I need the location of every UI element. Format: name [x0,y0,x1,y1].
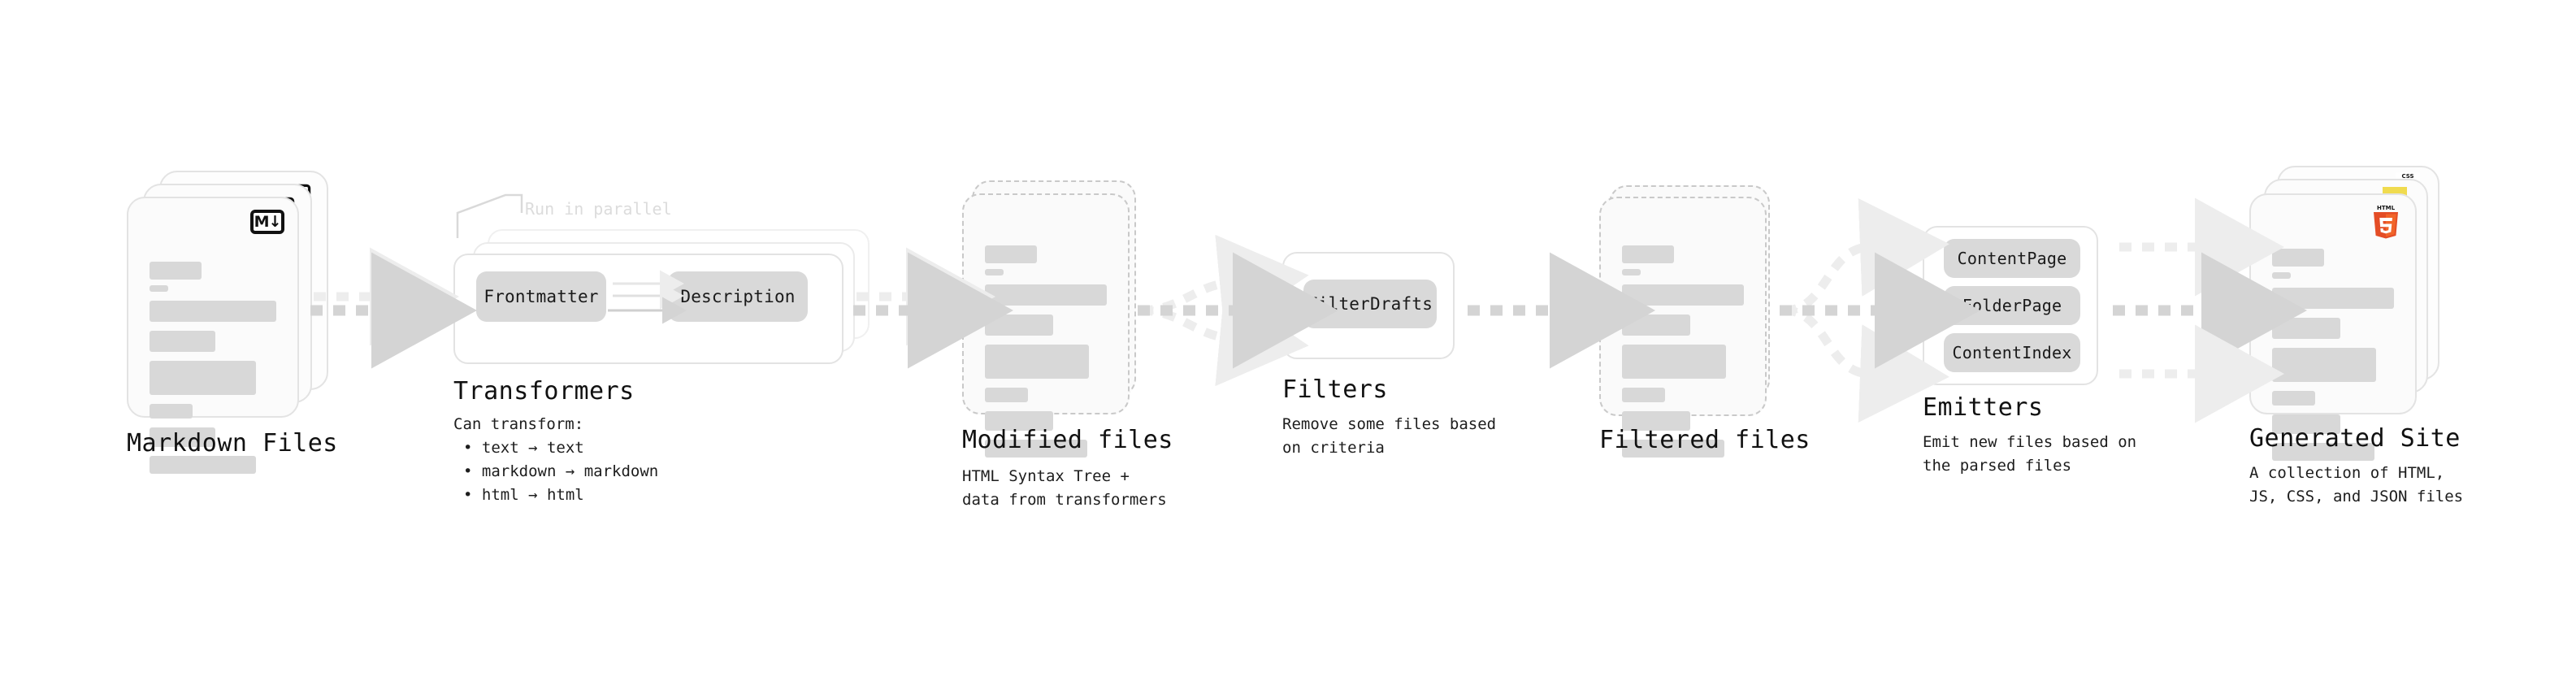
transformers-bullet: • markdown → markdown [463,462,659,480]
markdown-card-front: M↓ [127,197,299,474]
connector-filtered-to-emitters [1780,197,1980,423]
doc-line [985,388,1028,402]
doc-line [150,331,216,352]
doc-line [2272,318,2340,339]
modified-card-front [962,193,1130,458]
doc-line [985,284,1107,306]
doc-line [150,285,168,292]
doc-line [985,411,1053,431]
emitter-pill-contentindex[interactable]: ContentIndex [1944,333,2080,372]
generated-site-title: Generated Site [2249,424,2461,453]
doc-line [150,301,276,322]
filters-box: FilterDrafts [1282,252,1455,359]
doc-line [150,427,216,447]
doc-line [150,456,257,474]
doc-line [985,440,1087,458]
doc-line [985,245,1037,263]
transformer-layer-front: Frontmatter Description [453,254,843,364]
emitter-pill-contentpage[interactable]: ContentPage [1944,239,2080,278]
doc-line [150,262,202,280]
doc-line [2272,391,2315,406]
doc-line [1622,245,1674,263]
emitters-description: Emit new files based on the parsed files [1923,433,2137,475]
filters-description: Remove some files based on criteria [1282,415,1497,457]
markdown-badge: M↓ [250,210,284,234]
doc-line [1622,269,1641,275]
doc-line [2272,348,2376,382]
doc-line [2272,249,2324,267]
filtered-card-front [1599,197,1767,458]
transformers-description: Can transform: [453,415,584,433]
emitters-title: Emitters [1923,393,2044,422]
transformers-bullet: • text → text [463,439,584,457]
doc-line [150,404,193,419]
html5-shield-icon: HTML [2374,205,2398,239]
doc-line [1622,440,1724,458]
transformer-pill-frontmatter[interactable]: Frontmatter [476,271,606,322]
doc-line [1622,345,1726,379]
doc-line [2272,272,2291,279]
modified-files-description: HTML Syntax Tree + data from transformer… [962,467,1167,509]
generated-site-description: A collection of HTML, JS, CSS, and JSON … [2249,464,2464,505]
run-in-parallel-note: Run in parallel [525,199,672,219]
doc-line [150,361,257,395]
filtered-files-title: Filtered files [1599,426,1811,454]
site-card-front: HTML [2249,193,2417,461]
filters-title: Filters [1282,375,1388,404]
doc-line [985,269,1004,275]
doc-placeholder-lines [150,262,276,483]
connector-modified-to-filters [1138,234,1338,387]
doc-line [1622,388,1665,402]
doc-line [2272,288,2394,309]
doc-line [1622,411,1690,431]
transformer-pill-description[interactable]: Description [668,271,808,322]
doc-line [1622,284,1744,306]
doc-line [1622,314,1690,336]
emitter-pill-folderpage[interactable]: FolderPage [1944,286,2080,325]
emitters-box: ContentPage FolderPage ContentIndex [1923,226,2098,385]
doc-line [985,314,1053,336]
transformers-bullet: • html → html [463,486,584,504]
connector-emitters-to-site [2113,197,2307,423]
transformers-title: Transformers [453,377,635,406]
doc-line [2272,443,2374,461]
svg-text:HTML: HTML [2377,205,2396,211]
markdown-files-title: Markdown Files [127,429,338,458]
doc-line [985,345,1089,379]
filter-pill-filterdrafts[interactable]: FilterDrafts [1303,280,1437,328]
modified-files-title: Modified files [962,426,1173,454]
html5-badge: HTML [2371,203,2400,239]
